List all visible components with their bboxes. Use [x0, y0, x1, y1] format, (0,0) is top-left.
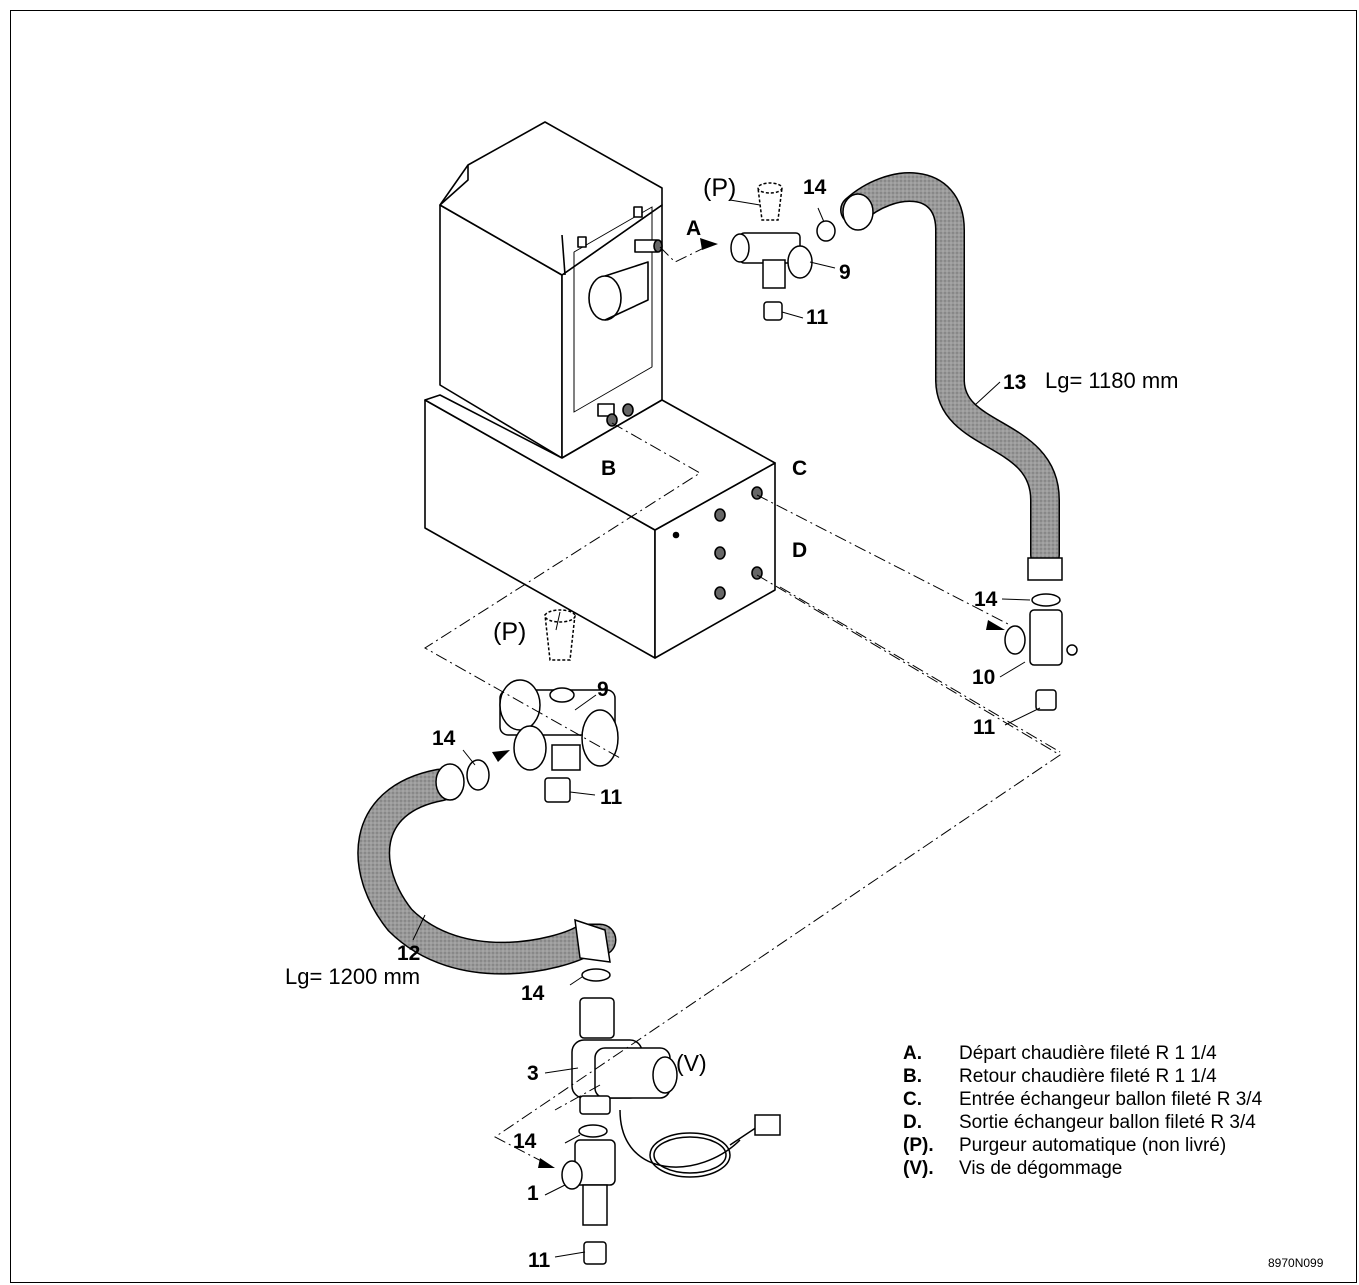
legend-key: D. [903, 1111, 922, 1133]
legend-row: B. Retour chaudière fileté R 1 1/4 [903, 1065, 1262, 1088]
callout-9-top: 9 [839, 261, 851, 284]
nipple-11-right [1035, 689, 1057, 711]
callout-11-bottom: 11 [528, 1249, 551, 1272]
callout-14-pump-bottom: 14 [513, 1130, 537, 1153]
callout-3: 3 [527, 1062, 539, 1085]
callout-a: A [686, 217, 702, 240]
legend-key: (P). [903, 1134, 934, 1156]
valve-10 [1004, 609, 1078, 666]
callout-13: 13 [1003, 371, 1027, 394]
callout-p-left: (P) [493, 618, 527, 646]
callout-d: D [792, 539, 808, 562]
tee-9-left [499, 609, 619, 771]
callout-1: 1 [527, 1182, 539, 1205]
callout-14-left: 14 [432, 727, 456, 750]
legend-row: D. Sortie échangeur ballon fileté R 3/4 [903, 1111, 1262, 1134]
callout-c: C [792, 457, 808, 480]
legend-text: Entrée échangeur ballon fileté R 3/4 [959, 1088, 1263, 1110]
hose-13-length: Lg= 1180 mm [1045, 368, 1179, 393]
nipple-11-bottom [583, 1241, 607, 1265]
tank-base [424, 394, 776, 659]
leader-lines [412, 199, 1041, 1258]
callout-9-left: 9 [597, 678, 609, 701]
hose-12 [357, 763, 617, 975]
callout-14-right: 14 [974, 588, 998, 611]
legend-text: Départ chaudière fileté R 1 1/4 [959, 1042, 1217, 1064]
callout-11-top: 11 [806, 306, 829, 329]
legend-key: A. [903, 1042, 922, 1064]
callout-14-top: 14 [803, 176, 827, 199]
valve-1 [561, 1139, 616, 1226]
callout-11-right: 11 [973, 716, 996, 739]
legend-key: C. [903, 1088, 922, 1110]
hose-13 [840, 172, 1063, 581]
connection-lines [424, 244, 1061, 1164]
connection-b-stub [597, 403, 634, 427]
boiler-side-panel [573, 206, 653, 413]
legend-key: (V). [903, 1157, 934, 1179]
seal-14-right [1031, 593, 1061, 607]
legend-row: A. Départ chaudière fileté R 1 1/4 [903, 1042, 1262, 1065]
legend-row: (V). Vis de dégommage [903, 1157, 1262, 1180]
nipple-11-top [763, 301, 783, 321]
connection-a-stub [634, 239, 663, 253]
legend-text: Retour chaudière fileté R 1 1/4 [959, 1065, 1217, 1087]
legend-row: C. Entrée échangeur ballon fileté R 3/4 [903, 1088, 1262, 1111]
callout-p-top: (P) [703, 174, 737, 202]
legend-text: Purgeur automatique (non livré) [959, 1134, 1227, 1156]
seal-14-pump-bottom [578, 1124, 608, 1138]
legend-text: Sortie échangeur ballon fileté R 3/4 [959, 1111, 1256, 1133]
drawing-frame [10, 10, 1357, 1283]
seal-14-pump-top [581, 968, 611, 982]
callout-11-left: 11 [600, 786, 623, 809]
boiler-flue-outlet [588, 275, 622, 321]
legend: A. Départ chaudière fileté R 1 1/4 B. Reto… [903, 1042, 1262, 1180]
legend-row: (P). Purgeur automatique (non livré) [903, 1134, 1262, 1157]
fittings [466, 182, 1078, 1265]
callout-12: 12 [397, 942, 421, 965]
callout-b: B [601, 457, 617, 480]
pump-3 [571, 997, 678, 1115]
callout-10: 10 [972, 666, 996, 689]
legend-text: Vis de dégommage [959, 1157, 1123, 1179]
drawing-reference: 8970N099 [1268, 1256, 1324, 1270]
tee-9-top [730, 182, 813, 289]
seal-14-top [816, 220, 836, 242]
tank-top-face [424, 394, 776, 531]
callout-14-pump-top: 14 [521, 982, 545, 1005]
callout-v: (V) [676, 1050, 707, 1076]
boiler [439, 121, 663, 459]
arrows [492, 238, 1005, 1168]
nipple-11-left [544, 777, 571, 803]
legend-key: B. [903, 1065, 922, 1087]
seal-14-left [466, 759, 490, 791]
hose-12-length: Lg= 1200 mm [285, 964, 421, 989]
pump-cable [619, 1109, 781, 1178]
